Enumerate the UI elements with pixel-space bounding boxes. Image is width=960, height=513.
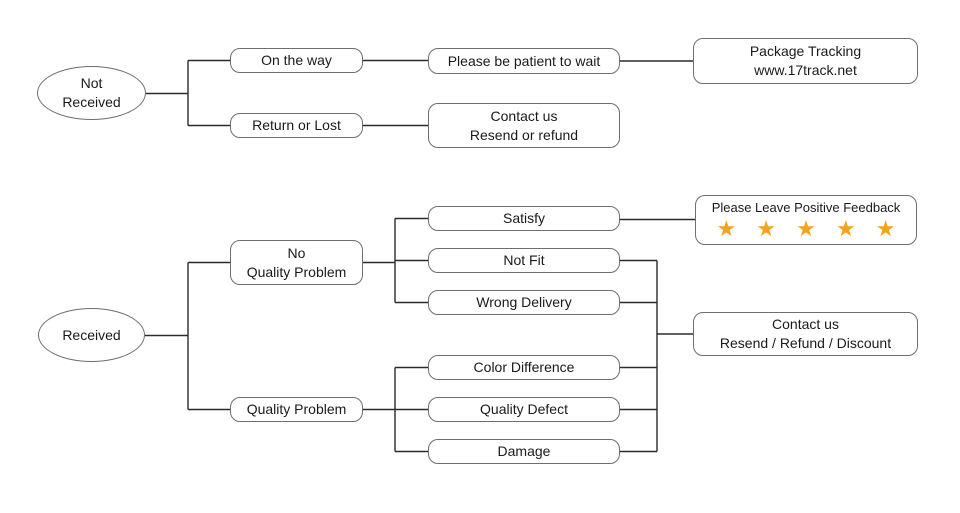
node-label: Quality Defect: [480, 401, 568, 417]
node-satisfy: Satisfy: [428, 206, 620, 231]
node-label: No: [287, 244, 306, 261]
node-label: Contact us: [490, 107, 558, 124]
node-label: Satisfy: [502, 210, 545, 226]
node-contact-us-resend-refund-discount: Contact us Resend / Refund / Discount: [693, 312, 918, 356]
tracking-url: www.17track.net: [754, 62, 857, 78]
node-please-be-patient: Please be patient to wait: [428, 48, 620, 74]
node-label: Return or Lost: [252, 117, 341, 133]
node-not-fit: Not Fit: [428, 248, 620, 273]
node-label: Received: [62, 94, 121, 110]
node-label: On the way: [261, 52, 332, 68]
node-label: Resend / Refund / Discount: [719, 335, 892, 351]
node-positive-feedback: Please Leave Positive Feedback ★ ★ ★ ★ ★: [695, 195, 917, 245]
node-label: Not Fit: [503, 252, 545, 268]
node-received: Received: [38, 308, 145, 362]
node-label: Quality Problem: [246, 263, 347, 280]
node-quality-defect: Quality Defect: [428, 397, 620, 422]
node-label: Color Difference: [473, 359, 575, 375]
node-label: Package Tracking: [749, 43, 862, 59]
node-no-quality-problem: No Quality Problem: [230, 240, 363, 285]
node-contact-us-resend-or-refund: Contact us Resend or refund: [428, 103, 620, 148]
node-damage: Damage: [428, 439, 620, 464]
node-label: Please be patient to wait: [447, 52, 601, 69]
node-label: Contact us: [772, 316, 839, 332]
node-not-received: Not Received: [37, 66, 146, 120]
node-color-difference: Color Difference: [428, 355, 620, 380]
node-on-the-way: On the way: [230, 48, 363, 73]
node-wrong-delivery: Wrong Delivery: [428, 290, 620, 315]
node-label: Wrong Delivery: [476, 294, 572, 310]
node-quality-problem: Quality Problem: [230, 397, 363, 422]
node-label: Resend or refund: [469, 126, 579, 143]
node-label: Damage: [497, 443, 551, 459]
five-star-rating-icon: ★ ★ ★ ★ ★: [716, 216, 903, 241]
node-label: Quality Problem: [246, 401, 347, 417]
node-return-or-lost: Return or Lost: [230, 113, 363, 138]
node-label: Not: [80, 75, 103, 91]
node-package-tracking: Package Tracking www.17track.net: [693, 38, 918, 84]
node-label: Please Leave Positive Feedback: [711, 200, 901, 215]
node-label: Received: [62, 326, 121, 343]
